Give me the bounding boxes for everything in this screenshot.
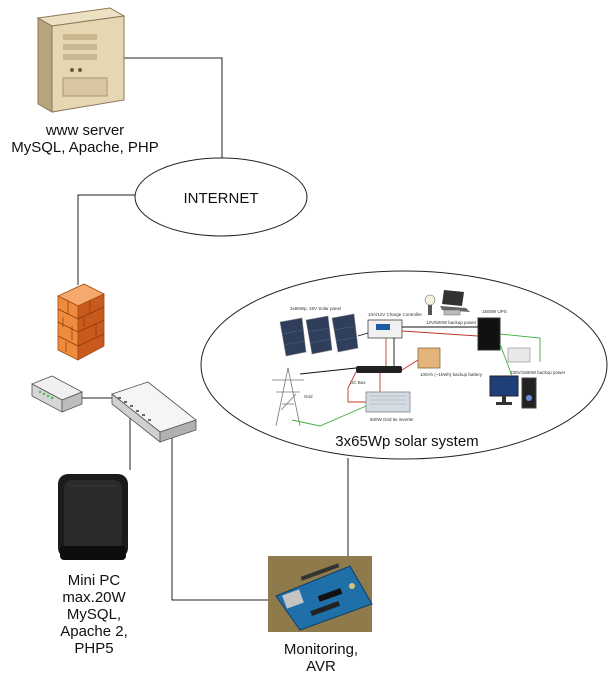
solar-panels-icon <box>279 313 359 357</box>
power-pylon-icon <box>272 367 304 427</box>
server-label-line-2: MySQL, Apache, PHP <box>11 139 159 156</box>
solar-system-ellipse <box>200 270 608 460</box>
backup230-caption: 230V/1500W backup power <box>510 370 566 375</box>
inverter-icon <box>365 391 411 413</box>
printer-icon <box>507 347 531 363</box>
network-switch-icon <box>111 381 197 443</box>
server-icon <box>36 7 126 113</box>
minipc-label-line-5: PHP5 <box>74 640 114 657</box>
server-label: www server MySQL, Apache, PHP <box>0 122 170 156</box>
inverter-caption: 500W Grid tie inverter <box>370 417 414 422</box>
minipc-label-line-1: Mini PC <box>67 572 121 589</box>
internet-cloud <box>134 157 308 237</box>
grid-caption: Grid <box>304 394 313 399</box>
battery-icon <box>417 347 441 369</box>
desktop-pc-icon <box>521 377 537 409</box>
bus-caption: DC Bus <box>350 380 366 385</box>
avr-board-icon <box>268 556 373 632</box>
connection-lines <box>77 57 349 601</box>
ups-icon <box>477 317 501 351</box>
battery-caption: 100Ah (~1kWh) backup battery <box>420 372 483 377</box>
minipc-label-line-3: MySQL, <box>66 606 122 623</box>
laptop-icon <box>440 290 470 312</box>
minipc-label: Mini PC max.20W MySQL, Apache 2, PHP5 <box>40 572 148 657</box>
backup12-caption: 12V/500W backup power <box>426 320 477 325</box>
solar-system-label: 3x65Wp solar system <box>335 433 478 450</box>
monitor-icon <box>489 375 519 405</box>
server-label-line-1: www server <box>45 122 125 139</box>
lamp-icon <box>424 294 436 315</box>
mini-pc-icon <box>58 474 128 560</box>
line-switch-monitoring <box>171 435 272 601</box>
router-icon <box>31 375 83 413</box>
dc-bus-icon <box>356 366 402 373</box>
controller-caption: 10A/12V Charge Controller <box>368 312 423 317</box>
line-server-internet <box>120 57 223 164</box>
monitoring-label: Monitoring, AVR <box>260 641 382 675</box>
line-internet-firewall <box>77 194 150 285</box>
minipc-label-line-4: Apache 2, <box>60 623 128 640</box>
minipc-label-line-2: max.20W <box>62 589 126 606</box>
wifi-router-icon <box>443 309 461 316</box>
monitoring-label-line-1: Monitoring, <box>283 641 359 658</box>
solar-panels-caption: 3x65Wp, 18V Solar panel <box>290 306 341 311</box>
internet-label: INTERNET <box>184 190 259 207</box>
monitoring-label-line-2: AVR <box>306 658 336 675</box>
firewall-icon <box>57 283 105 361</box>
ups-caption: 1500W UPS <box>482 309 507 314</box>
solar-system-illustration: 3x65Wp, 18V Solar panel 10A/12V Charge C… <box>272 290 566 427</box>
